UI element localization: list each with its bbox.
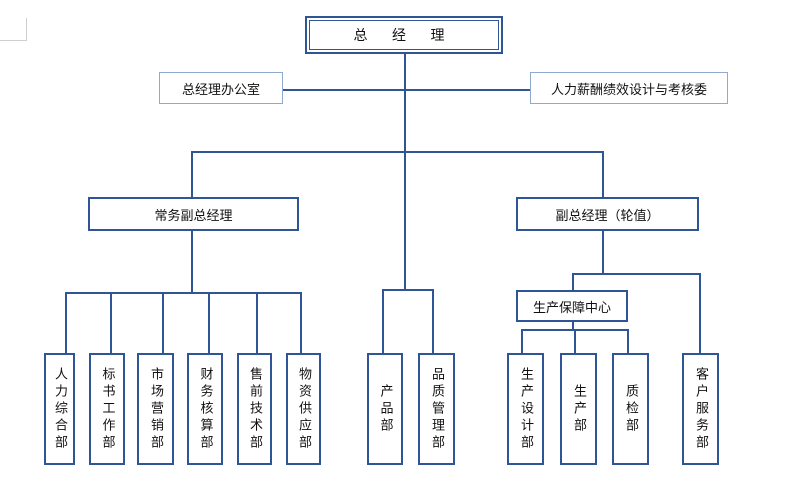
general-manager-box: 总 经 理 [305, 16, 503, 54]
production-center-box: 生产保障中心 [516, 290, 628, 322]
dept-box-production-design: 生产设计部 [507, 353, 544, 465]
dept-box-hr-general: 人力综合部 [44, 353, 75, 465]
hr-committee-box: 人力薪酬绩效设计与考核委 [530, 72, 728, 104]
dept-box-marketing: 市场营销部 [137, 353, 174, 465]
dept-box-product: 产品部 [367, 353, 403, 465]
dept-box-production: 生产部 [560, 353, 597, 465]
vp-rotating-box: 副总经理（轮值） [516, 197, 699, 231]
dept-box-supply: 物资供应部 [286, 353, 321, 465]
gm-office-box: 总经理办公室 [159, 72, 283, 104]
executive-vp-box: 常务副总经理 [88, 197, 299, 231]
dept-box-quality-inspection: 质检部 [612, 353, 649, 465]
dept-box-quality-mgmt: 品质管理部 [418, 353, 455, 465]
page-corner-mark [0, 18, 27, 41]
dept-box-finance: 财务核算部 [187, 353, 223, 465]
dept-box-bidding: 标书工作部 [89, 353, 125, 465]
dept-box-customer-service: 客户服务部 [682, 353, 719, 465]
dept-box-presales-tech: 售前技术部 [237, 353, 272, 465]
